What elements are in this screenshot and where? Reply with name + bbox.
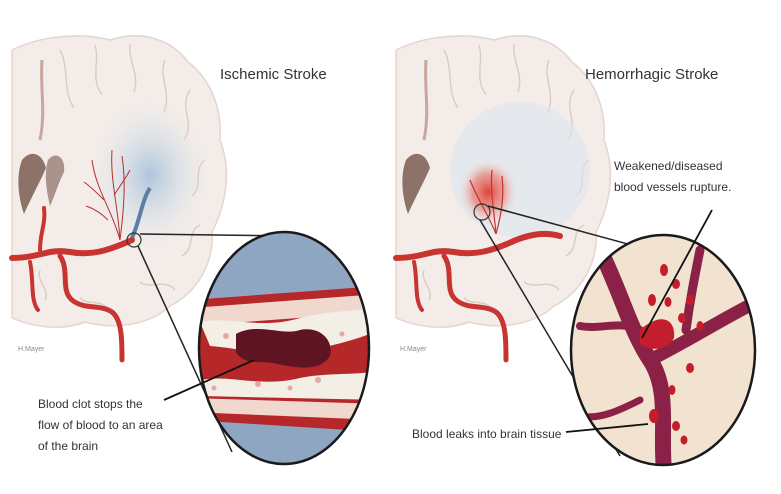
rupture-callout-line-2: blood vessels rupture. [614, 177, 731, 198]
right-zoom-circle [566, 230, 762, 470]
ischemic-title: Ischemic Stroke [220, 66, 327, 83]
ischemic-callout: Blood clot stops the flow of blood to an… [38, 394, 163, 457]
rupture-callout: Weakened/diseased blood vessels rupture. [614, 156, 731, 198]
ischemic-callout-line-1: Blood clot stops the [38, 394, 163, 415]
rupture-callout-line-1: Weakened/diseased [614, 156, 731, 177]
ischemic-area [92, 100, 208, 250]
ischemic-callout-line-2: flow of blood to an area [38, 415, 163, 436]
hemorrhagic-title: Hemorrhagic Stroke [585, 66, 718, 83]
left-zoom-circle [190, 230, 380, 470]
leak-callout: Blood leaks into brain tissue [412, 424, 561, 445]
right-signature: H.Mayer [400, 346, 426, 353]
left-signature: H.Mayer [18, 346, 44, 353]
ischemic-callout-line-3: of the brain [38, 436, 163, 457]
